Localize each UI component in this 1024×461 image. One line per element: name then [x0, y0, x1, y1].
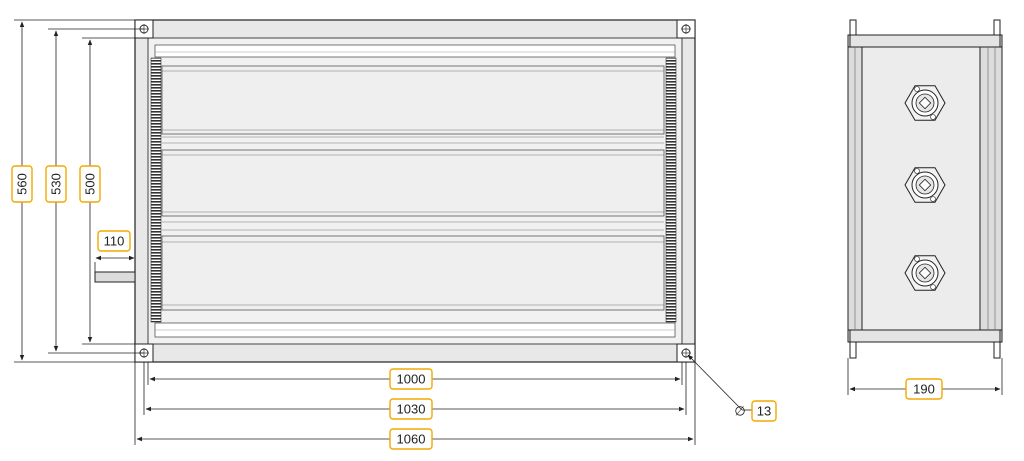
front-view [94, 19, 696, 363]
bearing-2 [904, 167, 946, 203]
label-500: 500 [79, 165, 101, 203]
label-190: 190 [905, 378, 943, 400]
svg-text:500: 500 [83, 173, 98, 195]
blade-3 [161, 235, 665, 311]
svg-text:13: 13 [757, 404, 771, 419]
svg-text:560: 560 [15, 173, 30, 195]
corner-top-right [676, 19, 696, 39]
front-dimension-labels: 560 530 500 110 1000 1030 1060 ∅ 13 [11, 165, 777, 450]
bearing-1 [904, 85, 946, 121]
label-560: 560 [11, 165, 33, 203]
shaft-dimension [94, 255, 135, 272]
hole-leader [687, 354, 743, 411]
horizontal-dimensions [134, 354, 752, 445]
label-13: 13 [751, 400, 777, 422]
right-gear-strip [665, 57, 677, 323]
svg-text:110: 110 [104, 234, 125, 249]
svg-text:1000: 1000 [397, 372, 426, 387]
side-right-channel [979, 46, 1003, 331]
label-110: 110 [97, 230, 131, 252]
bearing-3 [904, 255, 946, 291]
svg-text:1030: 1030 [397, 402, 426, 417]
blade-2 [161, 149, 665, 217]
side-top-flange [847, 34, 1003, 48]
label-1030: 1030 [389, 398, 433, 420]
drive-shaft [94, 271, 136, 283]
label-1060: 1060 [389, 428, 433, 450]
corner-bottom-right [676, 343, 696, 363]
top-rail [154, 44, 676, 58]
side-bottom-flange [847, 329, 1003, 343]
label-1000: 1000 [389, 368, 433, 390]
blade-1 [161, 65, 665, 135]
left-gear-strip [150, 57, 162, 323]
svg-text:530: 530 [49, 173, 64, 195]
label-530: 530 [45, 165, 67, 203]
svg-text:190: 190 [913, 382, 935, 397]
side-view [847, 19, 1003, 359]
svg-text:1060: 1060 [397, 432, 426, 447]
diameter-symbol: ∅ [734, 404, 745, 419]
